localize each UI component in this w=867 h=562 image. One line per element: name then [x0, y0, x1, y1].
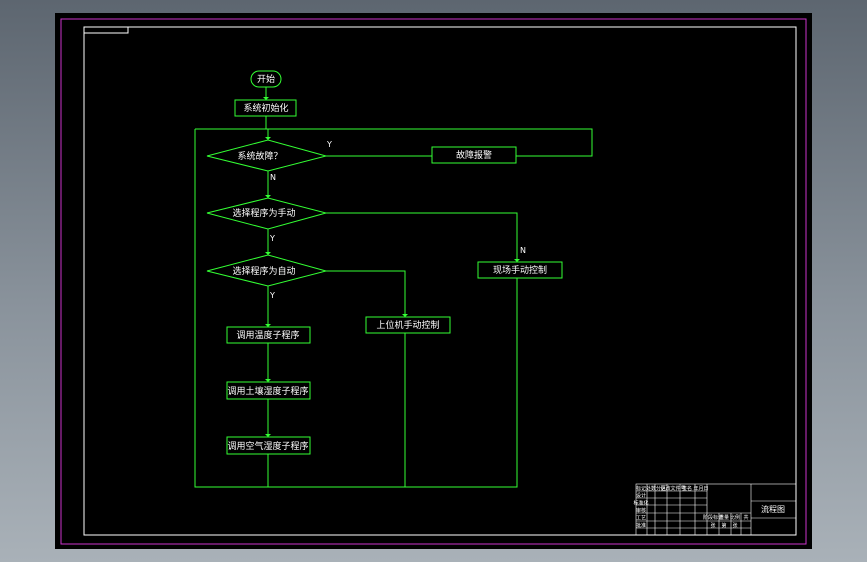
title-block-cell: 工艺 [636, 516, 646, 522]
temp-sub-label: 调用温度子程序 [236, 329, 299, 341]
title-block-cells: 标记处数分区更改文件号签名年月日设计标准化审核工艺批准阶段标记重量比例共张第张 [633, 485, 748, 529]
field-manual-label: 现场手动控制 [493, 264, 547, 276]
field-manual-box [477, 261, 563, 279]
title-block-cell: 共 [743, 514, 748, 521]
air-sub-label: 调用空气湿度子程序 [227, 440, 308, 452]
drawing-frame [83, 26, 797, 536]
title-block-cell: 第 [721, 522, 726, 529]
edge-label-manual-no: N [520, 246, 526, 255]
title-block-cell: 阶段标记 [703, 514, 723, 521]
edge-label-fault-yes: Y [326, 140, 332, 149]
title-block-cell: 标准化 [633, 500, 648, 507]
corner-tag [83, 26, 129, 34]
title-block-cell: 比例 [730, 514, 740, 521]
title-block-cell: 张 [732, 522, 737, 529]
arrow-heads [263, 97, 520, 437]
title-block-cell: 标记 [636, 485, 646, 492]
title-block-cell: 重量 [719, 514, 729, 521]
title-block-cell: 签名 [682, 485, 692, 492]
fault-check-label: 系统故障？ [237, 150, 282, 162]
auto-select-label: 选择程序为自动 [232, 265, 295, 277]
title-block-cell: 批准 [636, 522, 646, 529]
title-block-title: 流程图 [761, 504, 785, 514]
title-block-cell: 审核 [636, 507, 646, 514]
soil-sub-label: 调用土壤湿度子程序 [227, 385, 308, 397]
auto-no-line [326, 270, 406, 317]
cad-viewport[interactable]: 开始 系统初始化 系统故障？ 故障报警 选择程序为手动 选择程序为自动 现场手动… [55, 13, 812, 549]
title-block-cell: 年月日 [693, 485, 708, 492]
title-block-cell: 处数 [646, 485, 656, 492]
title-block-cell: 更改文件号 [660, 485, 685, 492]
title-block-cell: 张 [710, 522, 715, 529]
edge-label-auto-yes: Y [269, 291, 275, 300]
manual-no-line [326, 212, 518, 262]
manual-select-label: 选择程序为手动 [232, 207, 295, 219]
edge-label-fault-no: N [270, 173, 276, 182]
magenta-border [60, 18, 807, 545]
title-block-cell: 设计 [636, 492, 646, 499]
pc-manual-box [365, 316, 451, 334]
fault-yes-loop [195, 128, 593, 157]
title-block-cell: 分区 [656, 485, 666, 492]
start-label: 开始 [257, 73, 275, 85]
flowchart-drawing: 开始 系统初始化 系统故障？ 故障报警 选择程序为手动 选择程序为自动 现场手动… [60, 18, 807, 545]
fault-alarm-label: 故障报警 [456, 149, 492, 161]
return-loop [194, 129, 518, 488]
pc-manual-label: 上位机手动控制 [376, 319, 439, 331]
edge-label-manual-yes: Y [269, 234, 275, 243]
init-label: 系统初始化 [243, 102, 288, 114]
title-block [635, 483, 797, 536]
fault-alarm-box [431, 146, 517, 164]
